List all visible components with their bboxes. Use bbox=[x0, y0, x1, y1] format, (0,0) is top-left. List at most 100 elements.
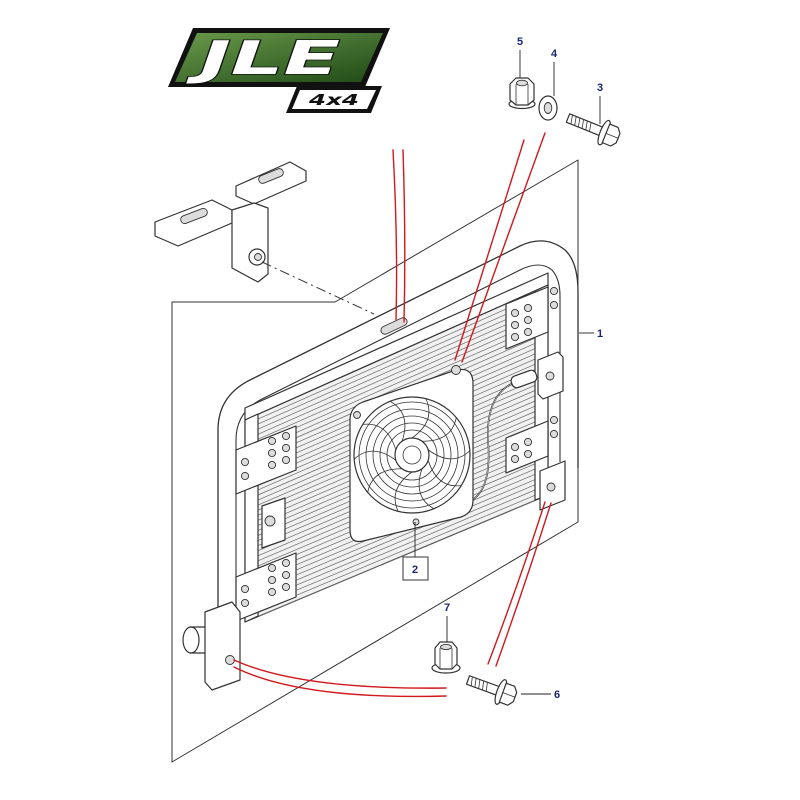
condenser-fin-line bbox=[257, 494, 536, 612]
guide-line-nut-a bbox=[454, 139, 525, 361]
logo-brand-text: JLE bbox=[186, 31, 340, 85]
wire-connector bbox=[510, 369, 538, 389]
bolt-head bbox=[523, 449, 533, 459]
bolt-thread bbox=[581, 119, 584, 129]
condenser-fin-line bbox=[257, 301, 536, 425]
bolt-head bbox=[267, 587, 277, 597]
callout-2-box bbox=[402, 556, 429, 581]
bolt-head bbox=[267, 448, 277, 458]
condenser-core bbox=[244, 272, 549, 623]
pressure-switch bbox=[427, 351, 564, 504]
fan-hub bbox=[394, 437, 430, 473]
guide-line-top-slot-a bbox=[392, 149, 398, 321]
cooling-fan bbox=[349, 365, 474, 543]
mount-hole bbox=[546, 482, 556, 492]
fan-blade-curve bbox=[363, 423, 397, 450]
callout-3: 3 bbox=[597, 82, 603, 94]
frame-inner bbox=[235, 264, 561, 612]
bolt-head bbox=[281, 582, 291, 592]
alignment-dashed-line bbox=[261, 261, 375, 315]
fan-blade-curve bbox=[354, 450, 397, 461]
bolt-head bbox=[267, 575, 277, 585]
fan-motor-mount bbox=[412, 518, 420, 526]
condenser-fin-line bbox=[257, 484, 536, 602]
condenser-fin-line bbox=[257, 322, 536, 445]
callout-1: 1 bbox=[597, 328, 603, 340]
condenser-fin-line bbox=[257, 316, 536, 440]
bolt-head bbox=[549, 286, 559, 296]
bolt-head bbox=[281, 570, 291, 580]
bolt-thread bbox=[474, 678, 477, 688]
condenser-fin-line bbox=[257, 479, 536, 597]
bracket-right-tab bbox=[235, 161, 307, 205]
guide-line-lower-right-b bbox=[495, 502, 552, 667]
bolt-head bbox=[510, 308, 520, 318]
logo-panel bbox=[175, 33, 383, 82]
bolt-head bbox=[267, 460, 277, 470]
upper-bracket bbox=[154, 161, 307, 283]
bolt-head bbox=[267, 563, 277, 573]
fan-blade-curve bbox=[418, 468, 434, 509]
condenser-fin-line bbox=[257, 489, 536, 607]
bolt-head bbox=[549, 300, 559, 310]
lower-left-bracket bbox=[182, 601, 241, 691]
part-3-bolt bbox=[565, 113, 621, 147]
mount-hole bbox=[225, 655, 235, 665]
nut-bore bbox=[516, 79, 528, 87]
part-4-washer bbox=[538, 95, 558, 121]
bolt-head-facet bbox=[502, 692, 516, 698]
bolt-head bbox=[240, 584, 250, 594]
switch-port bbox=[545, 371, 555, 381]
condenser-fin-line bbox=[257, 306, 536, 430]
callout-4: 4 bbox=[551, 48, 558, 60]
bolt-thread bbox=[478, 679, 481, 689]
condenser-fin-line bbox=[257, 295, 536, 420]
bolt-head bbox=[240, 598, 250, 608]
bolt-head bbox=[281, 558, 291, 568]
plate bbox=[235, 425, 297, 495]
callout-7: 7 bbox=[444, 602, 450, 614]
fan-blade-curve bbox=[427, 460, 461, 487]
bolt-thread bbox=[485, 682, 488, 692]
logo-sub-panel bbox=[292, 90, 376, 109]
fan-blade-curve bbox=[390, 401, 406, 442]
bolt-head bbox=[510, 454, 520, 464]
condenser-fin-line bbox=[257, 500, 536, 617]
plate-right-upper bbox=[505, 286, 559, 350]
bolt-thread bbox=[589, 122, 592, 132]
bolt-head bbox=[523, 315, 533, 325]
guard-ring bbox=[379, 422, 445, 488]
bracket-right-slot bbox=[258, 168, 284, 184]
mount-bush-end bbox=[182, 626, 200, 654]
bolt-head bbox=[549, 415, 559, 425]
guide-line-lower-right-a bbox=[487, 501, 546, 665]
mount-plate bbox=[204, 601, 241, 691]
plate-left-upper bbox=[235, 425, 297, 495]
bolt-head bbox=[510, 320, 520, 330]
washer-hole bbox=[543, 102, 553, 114]
part-5-nut bbox=[508, 77, 536, 110]
bolt-thread bbox=[470, 676, 473, 686]
bolt-head-facet bbox=[605, 132, 619, 139]
condenser-fin-line bbox=[257, 311, 536, 435]
part-6-bolt bbox=[465, 675, 518, 706]
guide-line-lower-left-a bbox=[233, 659, 447, 689]
bolt-head bbox=[267, 436, 277, 446]
callouts: 1 2 3 4 5 6 7 bbox=[402, 36, 603, 701]
fan-blade-curve bbox=[421, 417, 457, 442]
bolt-head bbox=[281, 431, 291, 441]
callout-6: 6 bbox=[554, 689, 560, 701]
guard-ring bbox=[372, 415, 452, 495]
assembly-guide-lines bbox=[233, 132, 552, 698]
part-7-nut bbox=[431, 641, 461, 674]
bolt-head bbox=[549, 429, 559, 439]
fan-blade-curve bbox=[427, 449, 470, 460]
bolt-thread bbox=[570, 114, 573, 125]
bolt-thread bbox=[585, 120, 588, 131]
bolt-thread bbox=[482, 680, 485, 691]
guide-line-top-slot-b bbox=[402, 149, 406, 323]
bolt-head bbox=[240, 471, 250, 481]
brand-logo: JLE 4x4 bbox=[168, 28, 390, 113]
condenser-frame bbox=[217, 240, 579, 625]
